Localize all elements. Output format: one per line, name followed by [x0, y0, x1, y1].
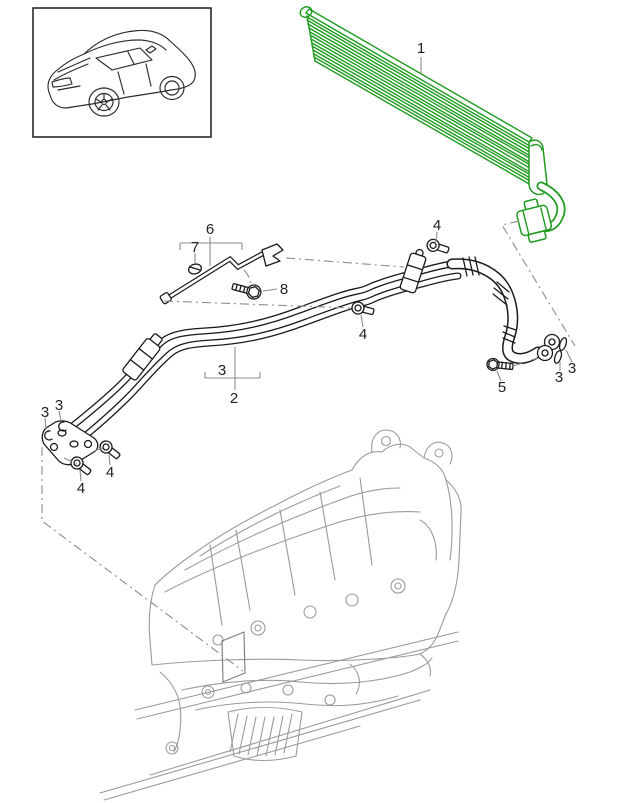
dimension-bracket-2-3	[204, 347, 261, 390]
screw-flange-lower-part	[70, 456, 92, 476]
oil-lines-part[interactable]	[41, 247, 561, 466]
retaining-clip-part[interactable]	[187, 263, 203, 276]
construction-lines	[41, 57, 576, 672]
callout-3d[interactable]: 3	[568, 360, 576, 377]
seal-ring-left-outer	[44, 430, 53, 441]
callout-5[interactable]: 5	[498, 379, 506, 396]
callout-labels: 1 4 6 7 8 4 3 2 3 3 4 4 5 3 3	[41, 40, 576, 497]
callout-7[interactable]: 7	[191, 239, 199, 256]
hose-corrugations	[462, 256, 517, 344]
screw-middle-part	[351, 301, 375, 316]
bracket-rod-part[interactable]	[159, 243, 284, 305]
pipe-clamp-left	[122, 333, 163, 381]
fasteners[interactable]	[69, 238, 514, 478]
dimension-bracket-6	[179, 237, 243, 266]
callout-3a[interactable]: 3	[41, 404, 49, 421]
vehicle-box-frame	[32, 7, 212, 138]
oil-cooler-part[interactable]	[298, 5, 566, 244]
cooler-tubes	[306, 16, 538, 186]
seal-ring-right-upper	[558, 337, 568, 351]
transmission-sketch	[99, 429, 462, 801]
mounting-location-window	[221, 631, 246, 683]
seal-ring-right-lower	[553, 350, 563, 364]
callout-6[interactable]: 6	[206, 221, 214, 238]
union-screw-part	[486, 357, 514, 372]
callout-3[interactable]: 3	[218, 362, 226, 379]
return-hose	[446, 258, 544, 364]
cooler-fitting	[516, 198, 553, 243]
rod-fork-end	[261, 243, 284, 267]
callout-8[interactable]: 8	[280, 281, 288, 298]
bracket-screw-part	[231, 283, 262, 300]
screw-flange-upper-part	[99, 440, 121, 460]
callout-4a[interactable]: 4	[433, 217, 441, 234]
callout-4d[interactable]: 4	[77, 480, 85, 497]
seal-ring-left-inner	[58, 421, 67, 432]
callout-1[interactable]: 1	[417, 40, 425, 57]
callout-4c[interactable]: 4	[106, 464, 114, 481]
screw-top-right-part	[426, 238, 450, 254]
callout-3c[interactable]: 3	[555, 369, 563, 386]
pipe-clamp-right	[399, 248, 427, 294]
seal-rings[interactable]	[44, 337, 568, 441]
callout-2[interactable]: 2	[230, 390, 238, 407]
banjo-fittings	[536, 333, 561, 362]
flange-left	[41, 420, 99, 466]
vehicle-thumbnail	[32, 7, 212, 138]
callout-3b[interactable]: 3	[55, 397, 63, 414]
vehicle-outline-drawing	[47, 29, 196, 117]
callout-4b[interactable]: 4	[359, 326, 367, 343]
